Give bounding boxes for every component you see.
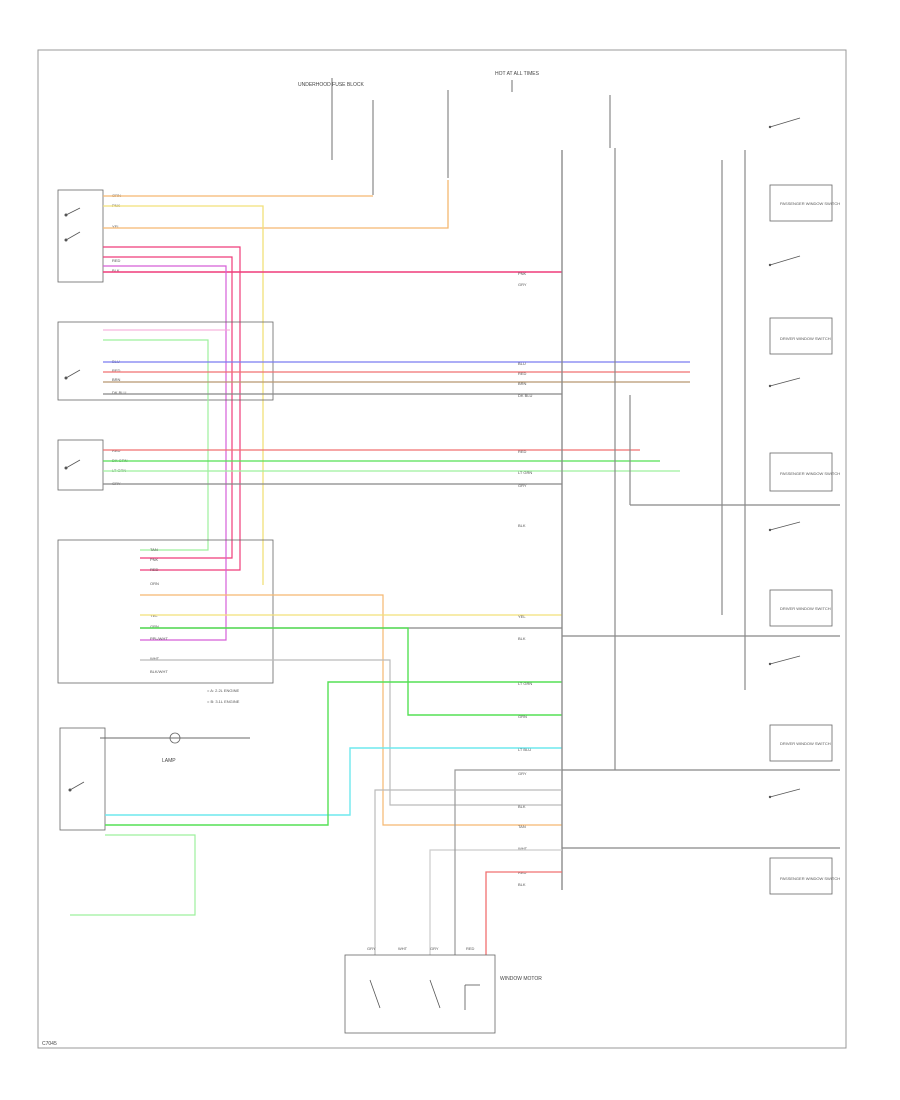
wire-gray-bottom bbox=[454, 769, 562, 955]
window-motor-label: WINDOW MOTOR bbox=[500, 976, 542, 982]
wire-yellow bbox=[103, 205, 264, 585]
wire-label: BLK bbox=[518, 804, 526, 809]
diagram-frame bbox=[37, 49, 847, 1049]
right-switch-2: DRIVER WINDOW SWITCH bbox=[768, 255, 833, 355]
wire-white-bottom bbox=[429, 849, 562, 955]
wire-label: RED bbox=[466, 946, 475, 951]
footer-code: C7045 bbox=[42, 1041, 57, 1047]
switch-label: DRIVER WINDOW SWITCH bbox=[780, 606, 831, 611]
switch-contact bbox=[69, 781, 85, 791]
wire-label: LT GRN bbox=[518, 681, 532, 686]
wire-label: YEL bbox=[112, 224, 120, 229]
lamp-label: LAMP bbox=[162, 758, 176, 764]
wire-label: GRY bbox=[518, 483, 527, 488]
wire-label: GRY bbox=[367, 946, 376, 951]
wire-label: WHT bbox=[518, 846, 528, 851]
wire-label: GRY bbox=[430, 946, 439, 951]
wire-green-module bbox=[140, 627, 562, 716]
wire-label: BRN bbox=[518, 381, 527, 386]
top-label-cluster: UNDERHOOD FUSE BLOCK HOT AT ALL TIMES bbox=[298, 71, 611, 890]
right-switch-1: PASSENGER WINDOW SWITCH bbox=[768, 117, 840, 222]
wire-orange-module bbox=[140, 594, 562, 826]
switch-block-mid-2: RED DK GRN LT GRN GRY bbox=[57, 439, 128, 491]
switch-contact bbox=[65, 231, 81, 241]
wire-label: BLK bbox=[518, 523, 526, 528]
wire-label: ORN bbox=[150, 581, 159, 586]
wire-pink bbox=[103, 246, 241, 571]
switch-block-mid: BLU RED BRN DK BLU bbox=[57, 321, 274, 401]
wire-label: WHT bbox=[398, 946, 408, 951]
wire-label: PNK bbox=[518, 271, 527, 276]
wire-label: RED bbox=[518, 449, 527, 454]
wire-label: BLK/WHT bbox=[150, 669, 168, 674]
wire-label: BLU bbox=[518, 361, 526, 366]
right-bus bbox=[561, 148, 840, 890]
lamp-connector-row: LAMP bbox=[100, 732, 250, 764]
switch-label: DRIVER WINDOW SWITCH bbox=[780, 336, 831, 341]
switch-contact bbox=[65, 207, 81, 216]
legend-b: = B: 3.1L ENGINE bbox=[207, 699, 240, 704]
wire-label: DK BLU bbox=[518, 393, 533, 398]
switch-block-bottom bbox=[59, 727, 106, 831]
switch-label: DRIVER WINDOW SWITCH bbox=[780, 741, 831, 746]
label-fuse-block: UNDERHOOD FUSE BLOCK bbox=[298, 82, 365, 88]
switch-contact bbox=[65, 369, 81, 379]
wire-label: GRN bbox=[150, 624, 159, 629]
wire-label: GRN bbox=[518, 714, 527, 719]
wire-red-bottom bbox=[485, 871, 562, 955]
right-switch-3: PASSENGER WINDOW SWITCH bbox=[768, 377, 840, 492]
right-switch-4: DRIVER WINDOW SWITCH bbox=[768, 521, 833, 627]
window-motor-switch: GRY WHT GRY RED WINDOW MOTOR bbox=[344, 946, 542, 1034]
switch-label: PASSENGER WINDOW SWITCH bbox=[780, 471, 840, 476]
module-block: TAN PNK RED ORN YEL GRN PPL/WHT WHT BLK/… bbox=[57, 539, 274, 684]
wire-label: YEL bbox=[518, 614, 526, 619]
wire-cyan bbox=[105, 747, 562, 816]
wire-label: BLK bbox=[518, 636, 526, 641]
wire-label: GRY bbox=[518, 282, 527, 287]
wire-pink-2 bbox=[103, 256, 233, 559]
wire-lightgreen-loop bbox=[103, 339, 209, 551]
wire-label: TAN bbox=[150, 547, 158, 552]
driver-switch-block: ORN PNK YEL RED BLK bbox=[57, 189, 121, 283]
wire-lightgray-bottom bbox=[374, 789, 562, 955]
wire-label: TAN bbox=[518, 824, 526, 829]
wire-label: RED bbox=[112, 368, 121, 373]
right-wire-labels: PNK GRY BLU RED BRN DK BLU RED LT GRN GR… bbox=[518, 271, 533, 887]
wire-label: DK BLU bbox=[112, 390, 127, 395]
switch-contact bbox=[65, 459, 81, 469]
wire-lightgreen-bottom bbox=[70, 834, 196, 916]
wire-label: PPL/WHT bbox=[150, 636, 168, 641]
wire-green-bottom bbox=[105, 681, 562, 826]
legend-a: = A: 2.2L ENGINE bbox=[207, 688, 240, 693]
wire-label: RED bbox=[518, 371, 527, 376]
wire-magenta bbox=[103, 265, 227, 641]
connector-symbol bbox=[169, 732, 181, 744]
right-switch-6: PASSENGER WINDOW SWITCH bbox=[768, 788, 840, 895]
wire-label: BLK bbox=[112, 268, 120, 273]
wire-label: BLK bbox=[518, 882, 526, 887]
switch-label: PASSENGER WINDOW SWITCH bbox=[780, 201, 840, 206]
wire-label: LT GRN bbox=[518, 470, 532, 475]
wire-label: RED bbox=[150, 567, 159, 572]
wire-label: RED bbox=[112, 258, 121, 263]
switch-label: PASSENGER WINDOW SWITCH bbox=[780, 876, 840, 881]
wire-lightgray-module bbox=[140, 659, 562, 806]
wire-label: WHT bbox=[150, 656, 160, 661]
label-hot-at-all-times: HOT AT ALL TIMES bbox=[495, 71, 540, 77]
wire-label: GRY bbox=[518, 771, 527, 776]
wire-label: BRN bbox=[112, 377, 121, 382]
wire-label: LT BLU bbox=[518, 747, 531, 752]
wire-orange-2 bbox=[103, 180, 449, 229]
right-switch-5: DRIVER WINDOW SWITCH bbox=[768, 655, 833, 762]
wire-label: PNK bbox=[150, 557, 159, 562]
